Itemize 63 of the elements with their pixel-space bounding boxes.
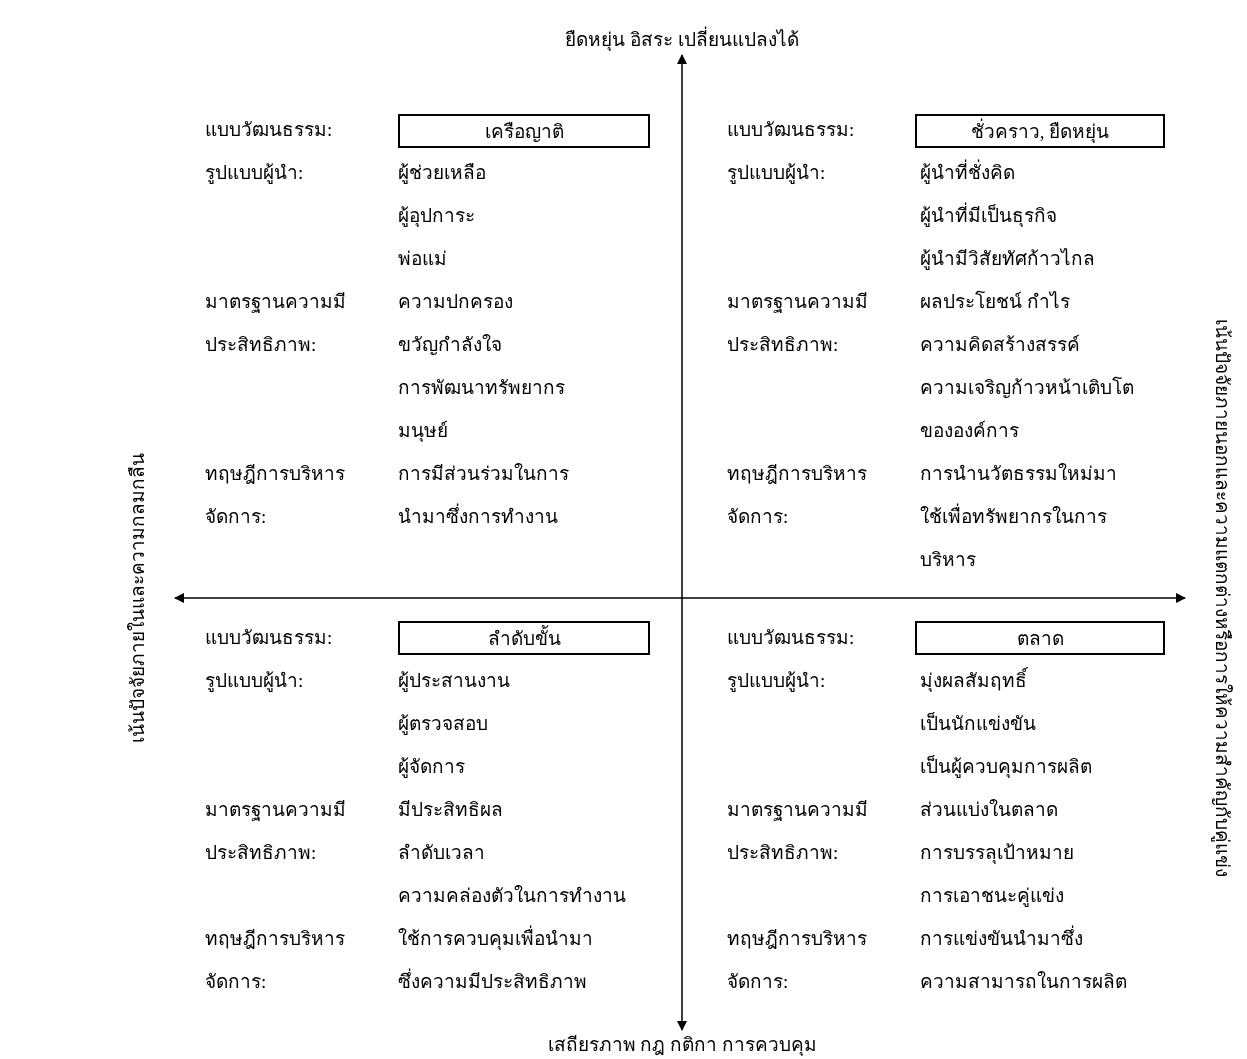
- item-text: ผู้นำมีวิสัยทัศก้าวไกล: [920, 247, 1095, 271]
- item-text: ผู้อุปการะ: [398, 204, 475, 228]
- row-label: ทฤษฎีการบริหาร: [727, 927, 867, 951]
- item-text: ความคล่องตัวในการทำงาน: [398, 884, 626, 908]
- axis-label: เน้นปัจจัยภายนอกและความแตกต่างหรือการให้ความสำคัญกับคู่แข่ง: [1210, 319, 1234, 877]
- row-label: แบบวัฒนธรรม:: [727, 626, 855, 650]
- row-label: จัดการ:: [727, 970, 789, 994]
- row-label: จัดการ:: [205, 970, 267, 994]
- row-label: จัดการ:: [205, 505, 267, 529]
- item-text: ผู้ตรวจสอบ: [398, 712, 488, 736]
- row-label: ประสิทธิภาพ:: [205, 841, 317, 865]
- culture-type-box: เครือญาติ: [398, 114, 650, 148]
- row-label: จัดการ:: [727, 505, 789, 529]
- culture-type-box: ชั่วคราว, ยืดหยุ่น: [915, 114, 1165, 148]
- item-text: การพัฒนาทรัพยากร: [398, 376, 565, 400]
- item-text: การบรรลุเป้าหมาย: [920, 841, 1074, 865]
- item-text: ผลประโยชน์ กำไร: [920, 290, 1070, 314]
- culture-type-box: ลำดับขั้น: [398, 621, 650, 655]
- item-text: ใช้เพื่อทรัพยากรในการ: [920, 505, 1107, 529]
- row-label: มาตรฐานความมี: [727, 290, 868, 314]
- item-text: ลำดับเวลา: [398, 841, 485, 865]
- item-text: การเอาชนะคู่แข่ง: [920, 884, 1064, 908]
- row-label: มาตรฐานความมี: [727, 798, 868, 822]
- culture-type-box: ตลาด: [915, 621, 1165, 655]
- item-text: ผู้จัดการ: [398, 755, 465, 779]
- row-label: มาตรฐานความมี: [205, 798, 346, 822]
- item-text: ขวัญกำลังใจ: [398, 333, 502, 357]
- axis-label: ยืดหยุ่น อิสระ เปลี่ยนแปลงได้: [565, 28, 799, 52]
- axis-label: เสถียรภาพ กฎ กติกา การควบคุม: [547, 1033, 817, 1057]
- item-text: เป็นผู้ควบคุมการผลิต: [920, 755, 1092, 779]
- item-text: ผู้นำที่มีเป็นธุรกิจ: [920, 204, 1057, 228]
- item-text: ความปกครอง: [398, 290, 513, 314]
- item-text: เป็นนักแข่งขัน: [920, 712, 1036, 736]
- item-text: ความคิดสร้างสรรค์: [920, 333, 1080, 357]
- row-label: แบบวัฒนธรรม:: [727, 118, 855, 142]
- item-text: การนำนวัตธรรมใหม่มา: [920, 462, 1117, 486]
- row-label: ทฤษฎีการบริหาร: [205, 927, 345, 951]
- axis-label: เน้นปัจจัยภายในและความกลมกลืน: [126, 453, 149, 743]
- item-text: มนุษย์: [398, 419, 448, 443]
- row-label: รูปแบบผู้นำ:: [205, 669, 304, 693]
- item-text: มีประสิทธิผล: [398, 798, 503, 822]
- item-text: ส่วนแบ่งในตลาด: [920, 798, 1058, 822]
- item-text: ขององค์การ: [920, 419, 1019, 443]
- item-text: ความสามารถในการผลิต: [920, 970, 1127, 994]
- row-label: ประสิทธิภาพ:: [205, 333, 317, 357]
- row-label: แบบวัฒนธรรม:: [205, 626, 333, 650]
- row-label: ประสิทธิภาพ:: [727, 333, 839, 357]
- row-label: รูปแบบผู้นำ:: [727, 161, 826, 185]
- row-label: รูปแบบผู้นำ:: [727, 669, 826, 693]
- item-text: พ่อแม่: [398, 247, 447, 271]
- item-text: ซึ่งความมีประสิทธิภาพ: [398, 970, 587, 994]
- item-text: ใช้การควบคุมเพื่อนำมา: [398, 927, 593, 951]
- row-label: แบบวัฒนธรรม:: [205, 118, 333, 142]
- item-text: การแข่งขันนำมาซึ่ง: [920, 927, 1083, 951]
- row-label: ประสิทธิภาพ:: [727, 841, 839, 865]
- row-label: ทฤษฎีการบริหาร: [727, 462, 867, 486]
- row-label: มาตรฐานความมี: [205, 290, 346, 314]
- row-label: รูปแบบผู้นำ:: [205, 161, 304, 185]
- item-text: การมีส่วนร่วมในการ: [398, 462, 569, 486]
- row-label: ทฤษฎีการบริหาร: [205, 462, 345, 486]
- item-text: นำมาซึ่งการทำงาน: [398, 505, 558, 529]
- item-text: บริหาร: [920, 548, 976, 572]
- item-text: ความเจริญก้าวหน้าเติบโต: [920, 376, 1134, 400]
